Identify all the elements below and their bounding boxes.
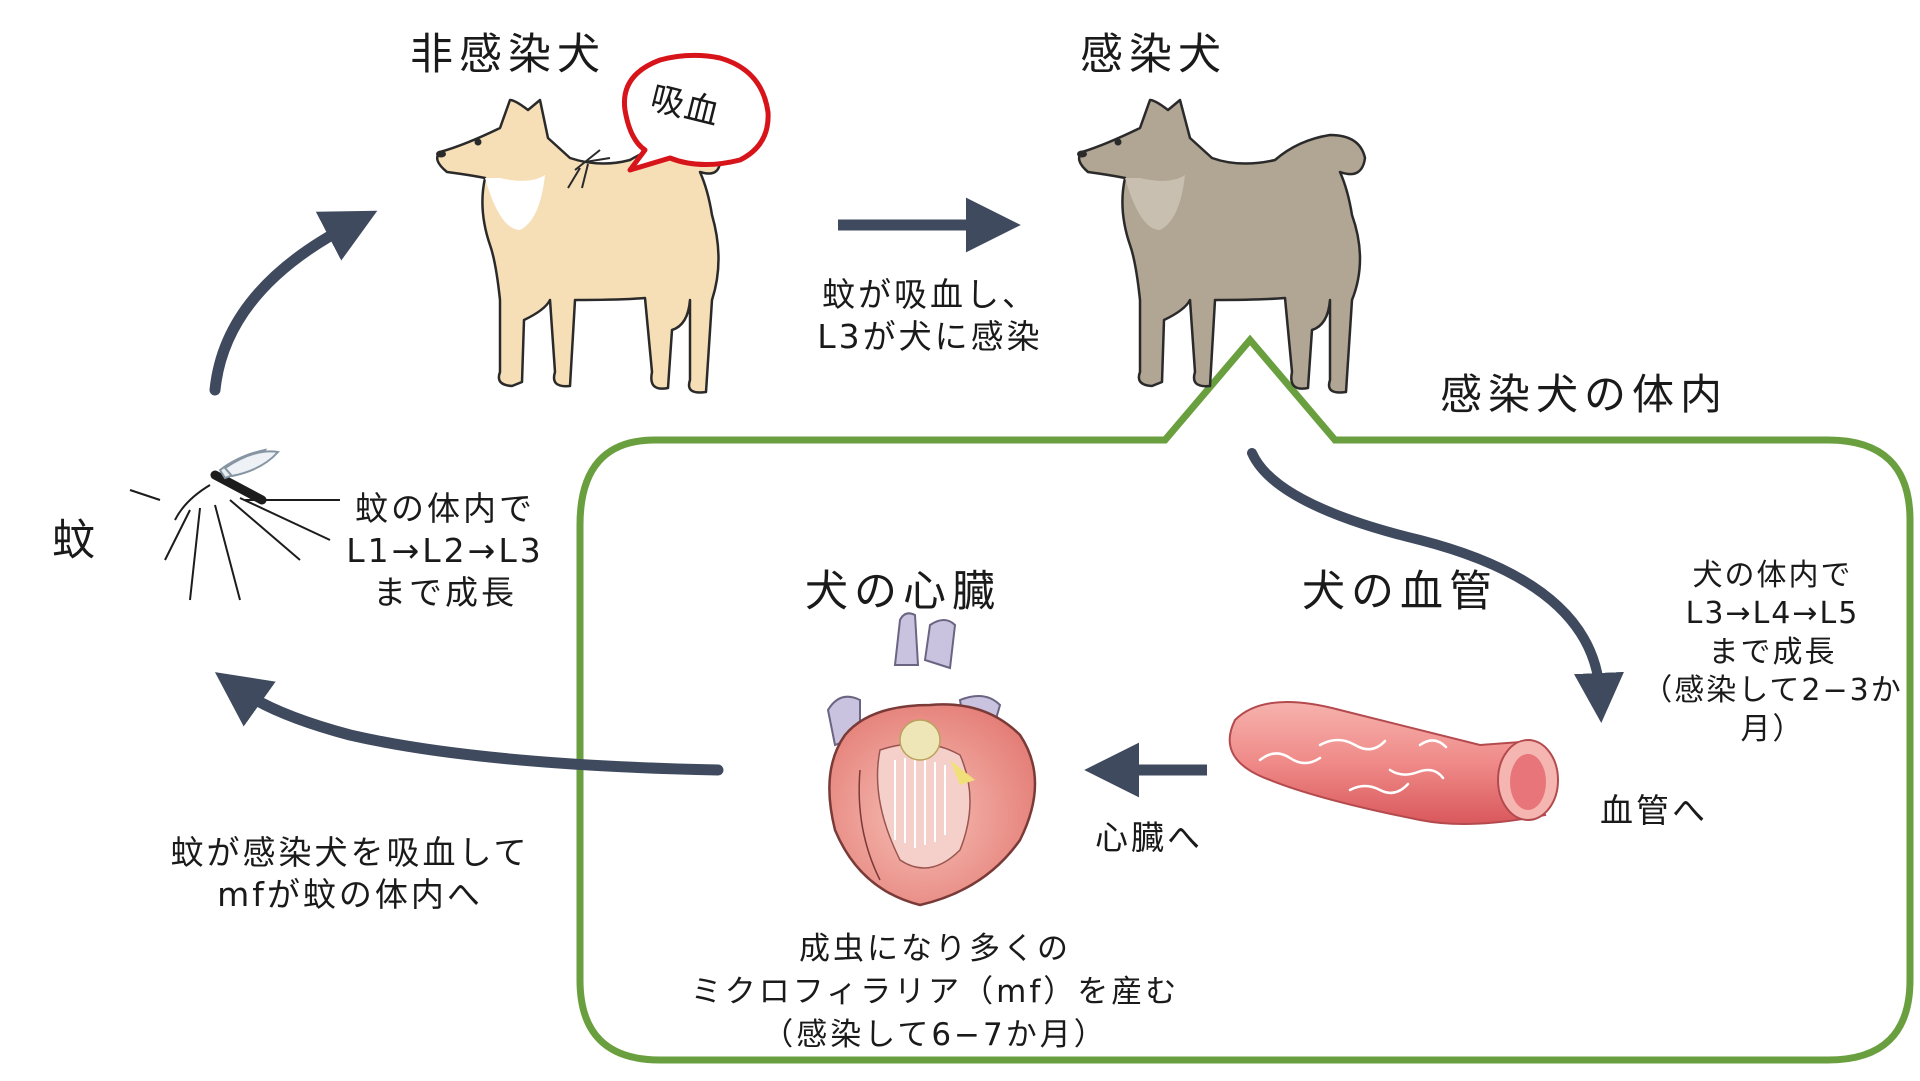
arrow-heart-to-mosquito (214, 672, 724, 776)
bite-infect-line: L3が犬に感染 (817, 317, 1043, 357)
infected-body-box (576, 334, 1914, 1064)
mosquito-growth-line: まで成長 (373, 573, 517, 613)
mf-to-mosquito-line: mfが蚊の体内へ (217, 875, 483, 915)
mf-to-mosquito-note: 蚊が感染犬を吸血して mfが蚊の体内へ (140, 832, 560, 916)
mosquito-illustration (129, 448, 340, 601)
infected-body-title: 感染犬の体内 (1440, 370, 1729, 419)
dog-growth-line: L3→L4→L5 (1685, 596, 1860, 632)
to-vessel-label: 血管へ (1600, 791, 1708, 830)
mosquito-growth-note: 蚊の体内で L1→L2→L3 まで成長 (330, 488, 560, 615)
dog-growth-line: 犬の体内で (1692, 558, 1853, 593)
dog-growth-note: 犬の体内で L3→L4→L5 まで成長 （感染して2−3か 月） (1625, 557, 1920, 749)
dog-heart-label: 犬の心臓 (805, 567, 1001, 617)
infected-dog-label: 感染犬 (1080, 30, 1227, 80)
mosquito-growth-line: 蚊の体内で (355, 489, 535, 528)
arrow-mosquito-to-dog (209, 210, 378, 396)
dog-growth-line: まで成長 (1708, 634, 1837, 670)
infected-dog-illustration (1077, 98, 1367, 394)
adult-worm-line: ミクロフィラリア（mf）を産む (690, 973, 1180, 1010)
adult-worm-line: （感染して6−7か月） (762, 1016, 1108, 1053)
blood-vessel-illustration (1228, 701, 1559, 825)
mosquito-label: 蚊 (52, 516, 101, 566)
bite-infect-line: 蚊が吸血し、 (822, 275, 1038, 314)
adult-worm-note: 成虫になり多くの ミクロフィラリア（mf）を産む （感染して6−7か月） (640, 928, 1230, 1056)
dog-growth-line: （感染して2−3か (1642, 673, 1903, 709)
dog-vessel-label: 犬の血管 (1302, 567, 1498, 617)
dog-growth-line: 月） (1740, 711, 1805, 747)
dog-heart-illustration (826, 612, 1037, 907)
adult-worm-line: 成虫になり多くの (799, 931, 1071, 967)
arrow-to-vessel (1247, 448, 1624, 723)
mosquito-growth-line: L1→L2→L3 (346, 531, 544, 571)
bite-infect-note: 蚊が吸血し、 L3が犬に感染 (800, 274, 1060, 358)
bite-speech-bubble (621, 52, 771, 173)
uninfected-dog-label: 非感染犬 (410, 30, 606, 80)
mf-to-mosquito-line: 蚊が感染犬を吸血して (170, 833, 530, 872)
to-heart-label: 心臓へ (1095, 818, 1203, 857)
